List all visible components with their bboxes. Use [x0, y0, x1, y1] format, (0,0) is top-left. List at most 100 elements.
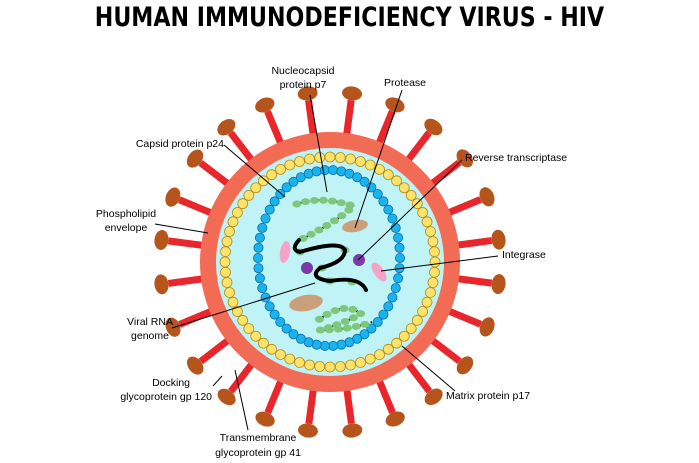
- nucleocapsid-bead: [314, 226, 324, 234]
- matrix-bead: [231, 306, 243, 317]
- matrix-bead: [250, 330, 262, 342]
- matrix-bead: [314, 361, 326, 372]
- matrix-bead: [294, 156, 305, 167]
- nucleocapsid-bead: [348, 305, 358, 313]
- matrix-bead: [355, 357, 366, 368]
- capsid-bead: [359, 176, 370, 187]
- matrix-bead: [405, 189, 417, 201]
- capsid-bead: [254, 232, 265, 243]
- matrix-bead: [324, 361, 336, 373]
- matrix-bead: [257, 175, 269, 187]
- matrix-bead: [364, 353, 376, 365]
- matrix-bead: [391, 337, 403, 349]
- spike-knob: [491, 229, 506, 250]
- matrix-bead: [237, 314, 249, 326]
- nucleocapsid-bead: [340, 317, 350, 325]
- matrix-bead: [304, 153, 315, 165]
- capsid-bead: [393, 232, 404, 243]
- nucleocapsid-bead: [329, 217, 339, 225]
- label-matrix: Matrix protein p17: [446, 390, 530, 402]
- matrix-protein-ring: [219, 151, 441, 373]
- label-reverse-transcriptase: Reverse transcriptase: [465, 152, 567, 164]
- capsid-bead: [253, 242, 264, 253]
- spike-knob: [456, 356, 474, 375]
- nucleocapsid-bead: [292, 200, 302, 208]
- matrix-bead: [304, 359, 315, 371]
- matrix-bead: [294, 357, 305, 368]
- capsid-bead: [394, 252, 405, 263]
- matrix-bead: [355, 156, 366, 167]
- spike-knob: [479, 187, 495, 207]
- capsid-bead: [378, 196, 389, 207]
- diagram-title: HUMAN IMMUNODEFICIENCY VIRUS - HIV: [94, 2, 605, 33]
- nucleocapsid-bead: [330, 307, 340, 315]
- integrase: [279, 241, 291, 263]
- capsid-bead: [390, 283, 401, 294]
- matrix-bead: [374, 349, 385, 361]
- capsid-bead: [269, 309, 280, 320]
- integrase: [371, 262, 387, 282]
- matrix-bead: [427, 277, 439, 288]
- matrix-bead: [421, 296, 433, 308]
- capsid-bead: [383, 204, 394, 215]
- capsid-bead: [319, 340, 330, 351]
- capsid-bead: [295, 333, 306, 344]
- nucleocapsid-bead: [322, 310, 332, 318]
- matrix-bead: [221, 236, 233, 247]
- nucleocapsid-bead: [337, 212, 347, 220]
- matrix-bead: [257, 337, 269, 349]
- capsid-bead: [257, 283, 268, 294]
- matrix-bead: [220, 266, 231, 278]
- spike-knob: [255, 411, 275, 427]
- protease: [289, 294, 323, 312]
- matrix-bead: [427, 236, 439, 247]
- label-integrase: Integrase: [502, 249, 546, 261]
- nucleocapsid-bead: [322, 221, 332, 229]
- nucleocapsid-bead: [356, 310, 366, 318]
- matrix-bead: [334, 361, 346, 372]
- leader-lines: [154, 89, 499, 431]
- capsid-bead: [387, 292, 398, 303]
- capsid-bead: [387, 213, 398, 224]
- spike-knob: [154, 230, 169, 250]
- matrix-bead: [382, 169, 394, 181]
- spike-knob: [491, 274, 506, 294]
- spike-knob: [342, 423, 363, 438]
- capsid-bead: [366, 323, 377, 334]
- matrix-bead: [382, 343, 394, 355]
- capsid-bead: [372, 317, 383, 328]
- capsid-bead: [336, 339, 347, 350]
- matrix-bead: [224, 226, 235, 237]
- matrix-bead: [425, 287, 436, 298]
- spike-knob: [217, 388, 236, 406]
- spike-knob: [424, 118, 443, 136]
- spike-knob: [298, 423, 318, 438]
- matrix-bead: [364, 159, 376, 171]
- nucleocapsid-bead: [306, 230, 316, 238]
- spike-knob: [424, 388, 443, 406]
- capsid-bead: [393, 273, 404, 284]
- reverse-transcriptase: [353, 254, 365, 266]
- nucleocapsid-bead: [327, 197, 337, 205]
- nucleocapsid-bead: [309, 196, 319, 204]
- capsid-bead: [328, 165, 339, 176]
- nucleocapsid-bead: [360, 320, 370, 328]
- matrix-bead: [275, 349, 286, 361]
- matrix-bead: [314, 152, 326, 163]
- nucleocapsid-bead: [339, 305, 349, 313]
- spike-knob: [385, 97, 405, 113]
- matrix-bead: [391, 175, 403, 187]
- spike-knob: [255, 97, 275, 113]
- matrix-bead: [275, 163, 286, 175]
- spike-knob: [165, 187, 181, 207]
- matrix-bead: [429, 246, 440, 258]
- matrix-bead: [334, 152, 346, 163]
- capsid-bead: [269, 196, 280, 207]
- matrix-bead: [405, 323, 417, 335]
